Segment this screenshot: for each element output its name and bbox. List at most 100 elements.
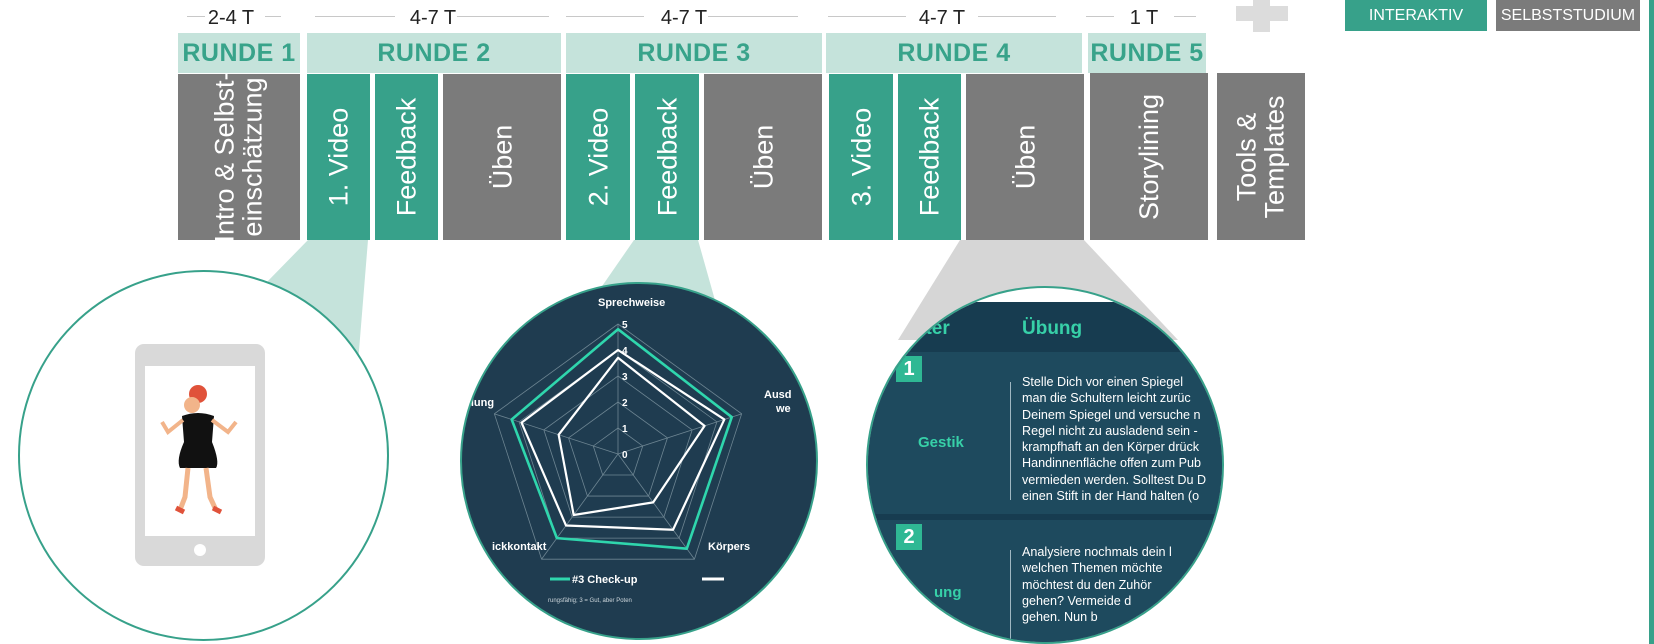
circle-exercise-table: meter Übung 1 Gestik Stelle Dich vor ein… <box>866 286 1224 644</box>
radar-tick-label: 2 <box>622 398 628 409</box>
header-param: meter <box>898 318 950 339</box>
block-label: Storylining <box>1134 93 1164 220</box>
block-feedback-3: Feedback <box>898 74 961 240</box>
radar-axis-line <box>494 413 619 455</box>
text-line: gehen? Vermeide d <box>1022 593 1132 608</box>
block-label: 2. Video <box>583 107 613 207</box>
radar-axis-label: ickkontakt <box>492 541 547 553</box>
duration-label: 4-7 T <box>660 7 708 29</box>
text-line: Handinnenfläche offen zum Pub <box>1022 456 1202 471</box>
block-label: Feedback <box>391 97 422 217</box>
round-header-2: RUNDE 2 <box>307 33 561 73</box>
duration-label: 1 T <box>1129 7 1159 29</box>
row-label: ung <box>934 584 962 601</box>
block-video-3: 3. Video <box>829 74 893 240</box>
block-tools-templates: Tools &Templates <box>1217 73 1305 240</box>
radar-axis-label: we <box>775 403 791 415</box>
round-header-5: RUNDE 5 <box>1088 33 1206 73</box>
duration-round-5: 1 T <box>1086 2 1202 32</box>
radar-axis-line <box>541 453 619 560</box>
text-line: vermieden werden. Solltest Du D <box>1022 472 1207 487</box>
radar-footnote: rungsfähig; 3 = Gut, aber Poten <box>548 598 632 604</box>
block-label: Intro & Selbst- <box>210 74 241 240</box>
block-feedback-1: Feedback <box>375 74 438 240</box>
radar-axis-label: Ausd <box>764 389 792 401</box>
block-label: 3. Video <box>846 107 876 207</box>
round-header-1: RUNDE 1 <box>178 33 300 73</box>
radar-tick-label: 5 <box>622 320 628 331</box>
round-header-4: RUNDE 4 <box>826 33 1082 73</box>
text-line: einen Stift in der Hand halten (o <box>1022 489 1200 504</box>
header-ubung: Übung <box>1022 318 1083 339</box>
radar-series-1 <box>510 327 734 550</box>
text-line: welchen Themen möchte <box>1022 561 1163 576</box>
text-line: gehen. Nun b <box>1022 610 1098 625</box>
radar-legend-label: #3 Check-up <box>572 574 638 586</box>
block-label: Üben <box>1009 124 1040 190</box>
text-line: Deinem Spiegel und versuche n <box>1022 407 1201 422</box>
block-video-1: 1. Video <box>307 74 370 240</box>
row-number-badge: 2 <box>896 524 922 550</box>
radar-tick-label: 0 <box>622 450 628 461</box>
row-number-badge: 1 <box>896 356 922 382</box>
block-label: Feedback <box>652 97 683 217</box>
exercise-header-row: meter Übung <box>868 306 1222 350</box>
duration-round-4: 4-7 T <box>828 2 1056 32</box>
text-line: Regel nicht zu ausladend sein - <box>1022 423 1198 438</box>
row-label: Gestik <box>918 434 964 451</box>
text-line: Analysiere nochmals dein l <box>1022 545 1172 559</box>
block-feedback-2: Feedback <box>635 74 699 240</box>
radar-tick-label: 3 <box>622 372 628 383</box>
radar-axis-line <box>617 453 695 560</box>
block-label: einschätzung <box>238 77 269 237</box>
row-text: Analysiere nochmals dein l welchen Theme… <box>1022 544 1172 625</box>
radar-tick-label: 1 <box>622 424 628 435</box>
legend-interaktiv: INTERAKTIV <box>1345 0 1487 31</box>
block-intro-selbsteinschaetzung: Intro & Selbst-einschätzung <box>178 74 300 240</box>
round-header-3: RUNDE 3 <box>566 33 822 73</box>
duration-label: 2-4 T <box>207 7 255 29</box>
row-divider <box>1010 382 1011 500</box>
exercise-row-2: 2 ung Analysiere nochmals dein l welchen… <box>868 520 1222 642</box>
radar-grid-ring <box>592 427 644 476</box>
block-ueben-1: Üben <box>443 74 561 240</box>
block-storylining: Storylining <box>1090 73 1208 240</box>
duration-round-1: 2-4 T <box>175 2 287 32</box>
text-line: man die Schultern leicht zurüc <box>1022 391 1191 406</box>
block-video-2: 2. Video <box>566 74 630 240</box>
radar-grid-ring <box>543 375 693 518</box>
radar-axis-label: Sprechweise <box>598 297 665 309</box>
phone-illustration <box>135 344 265 566</box>
circle-video-illustration <box>18 270 389 641</box>
exercise-panel: meter Übung 1 Gestik Stelle Dich vor ein… <box>868 302 1222 642</box>
duration-round-2: 4-7 T <box>307 2 559 32</box>
person-icon <box>160 385 238 515</box>
radar-grid-ring <box>493 323 743 560</box>
duration-label: 4-7 T <box>918 7 966 29</box>
exercise-row-1: 1 Gestik Stelle Dich vor einen Spiegel m… <box>868 352 1222 514</box>
radar-axis-line <box>617 413 742 455</box>
plus-icon <box>1236 0 1288 32</box>
block-label: Üben <box>747 124 778 190</box>
block-label: Tools & <box>1232 112 1262 201</box>
radar-series-2 <box>520 348 726 531</box>
duration-label: 4-7 T <box>409 7 457 29</box>
block-label: Feedback <box>914 97 945 217</box>
radar-grid-ring <box>518 349 718 539</box>
radar-series-3 <box>557 356 706 517</box>
text-line: krampfhaft an den Körper drück <box>1022 440 1200 455</box>
right-edge-bar <box>1649 0 1654 644</box>
block-ueben-2: Üben <box>704 74 822 240</box>
row-divider <box>1010 550 1011 642</box>
block-label: 1. Video <box>323 107 354 207</box>
legend-selbststudium: SELBSTSTUDIUM <box>1496 0 1640 31</box>
row-text: Stelle Dich vor einen Spiegel man die Sc… <box>1022 374 1206 504</box>
radar-tick-label: 4 <box>622 346 628 357</box>
block-label: Templates <box>1260 94 1290 219</box>
radar-axis-label: Körpers <box>708 541 750 553</box>
text-line: Stelle Dich vor einen Spiegel <box>1022 375 1184 389</box>
text-line: möchtest du den Zuhör <box>1022 577 1152 592</box>
block-ueben-3: Üben <box>966 74 1084 240</box>
